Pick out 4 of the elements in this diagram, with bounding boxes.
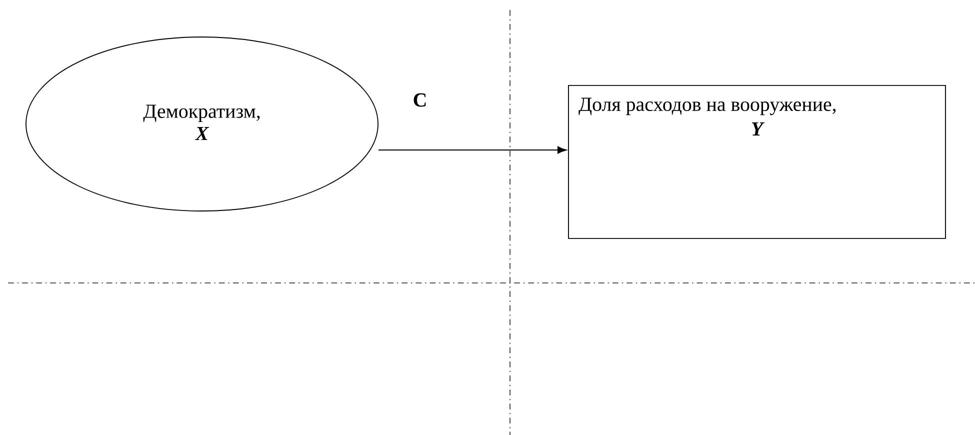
process-box: Доля расходов на вооружение, Y bbox=[568, 85, 946, 239]
arrow bbox=[378, 146, 567, 154]
ellipse-node: Демократизм, X bbox=[26, 36, 378, 212]
edge-label: C bbox=[414, 93, 426, 107]
